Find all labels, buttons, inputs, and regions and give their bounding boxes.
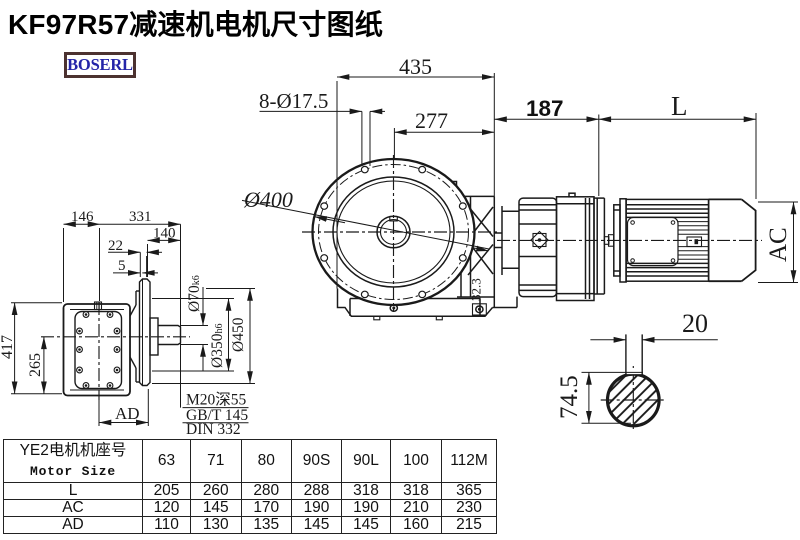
svg-text:140: 140: [153, 226, 176, 242]
svg-text:GB/T 145: GB/T 145: [186, 407, 248, 424]
svg-text:22: 22: [108, 238, 123, 254]
svg-text:435: 435: [399, 54, 432, 79]
svg-text:20: 20: [682, 309, 708, 338]
svg-text:M20深55: M20深55: [186, 391, 247, 409]
svg-text:32.3: 32.3: [469, 278, 484, 301]
svg-text:Ø70k6: Ø70k6: [186, 275, 203, 312]
svg-text:417: 417: [0, 335, 16, 359]
svg-text:277: 277: [415, 108, 448, 133]
svg-text:331: 331: [129, 209, 152, 225]
svg-text:265: 265: [27, 353, 44, 377]
svg-text:L: L: [671, 91, 688, 121]
svg-text:DIN 332: DIN 332: [186, 421, 241, 438]
svg-text:187: 187: [526, 96, 564, 121]
svg-text:74.5: 74.5: [556, 375, 583, 419]
svg-text:Ø450: Ø450: [230, 317, 247, 352]
svg-text:Ø350h6: Ø350h6: [209, 324, 226, 368]
svg-text:AD: AD: [115, 404, 140, 423]
svg-text:AC: AC: [765, 227, 792, 262]
svg-text:8-Ø17.5: 8-Ø17.5: [259, 89, 328, 113]
svg-text:5: 5: [118, 258, 126, 274]
svg-text:Ø400: Ø400: [243, 187, 293, 212]
svg-text:146: 146: [71, 209, 94, 225]
